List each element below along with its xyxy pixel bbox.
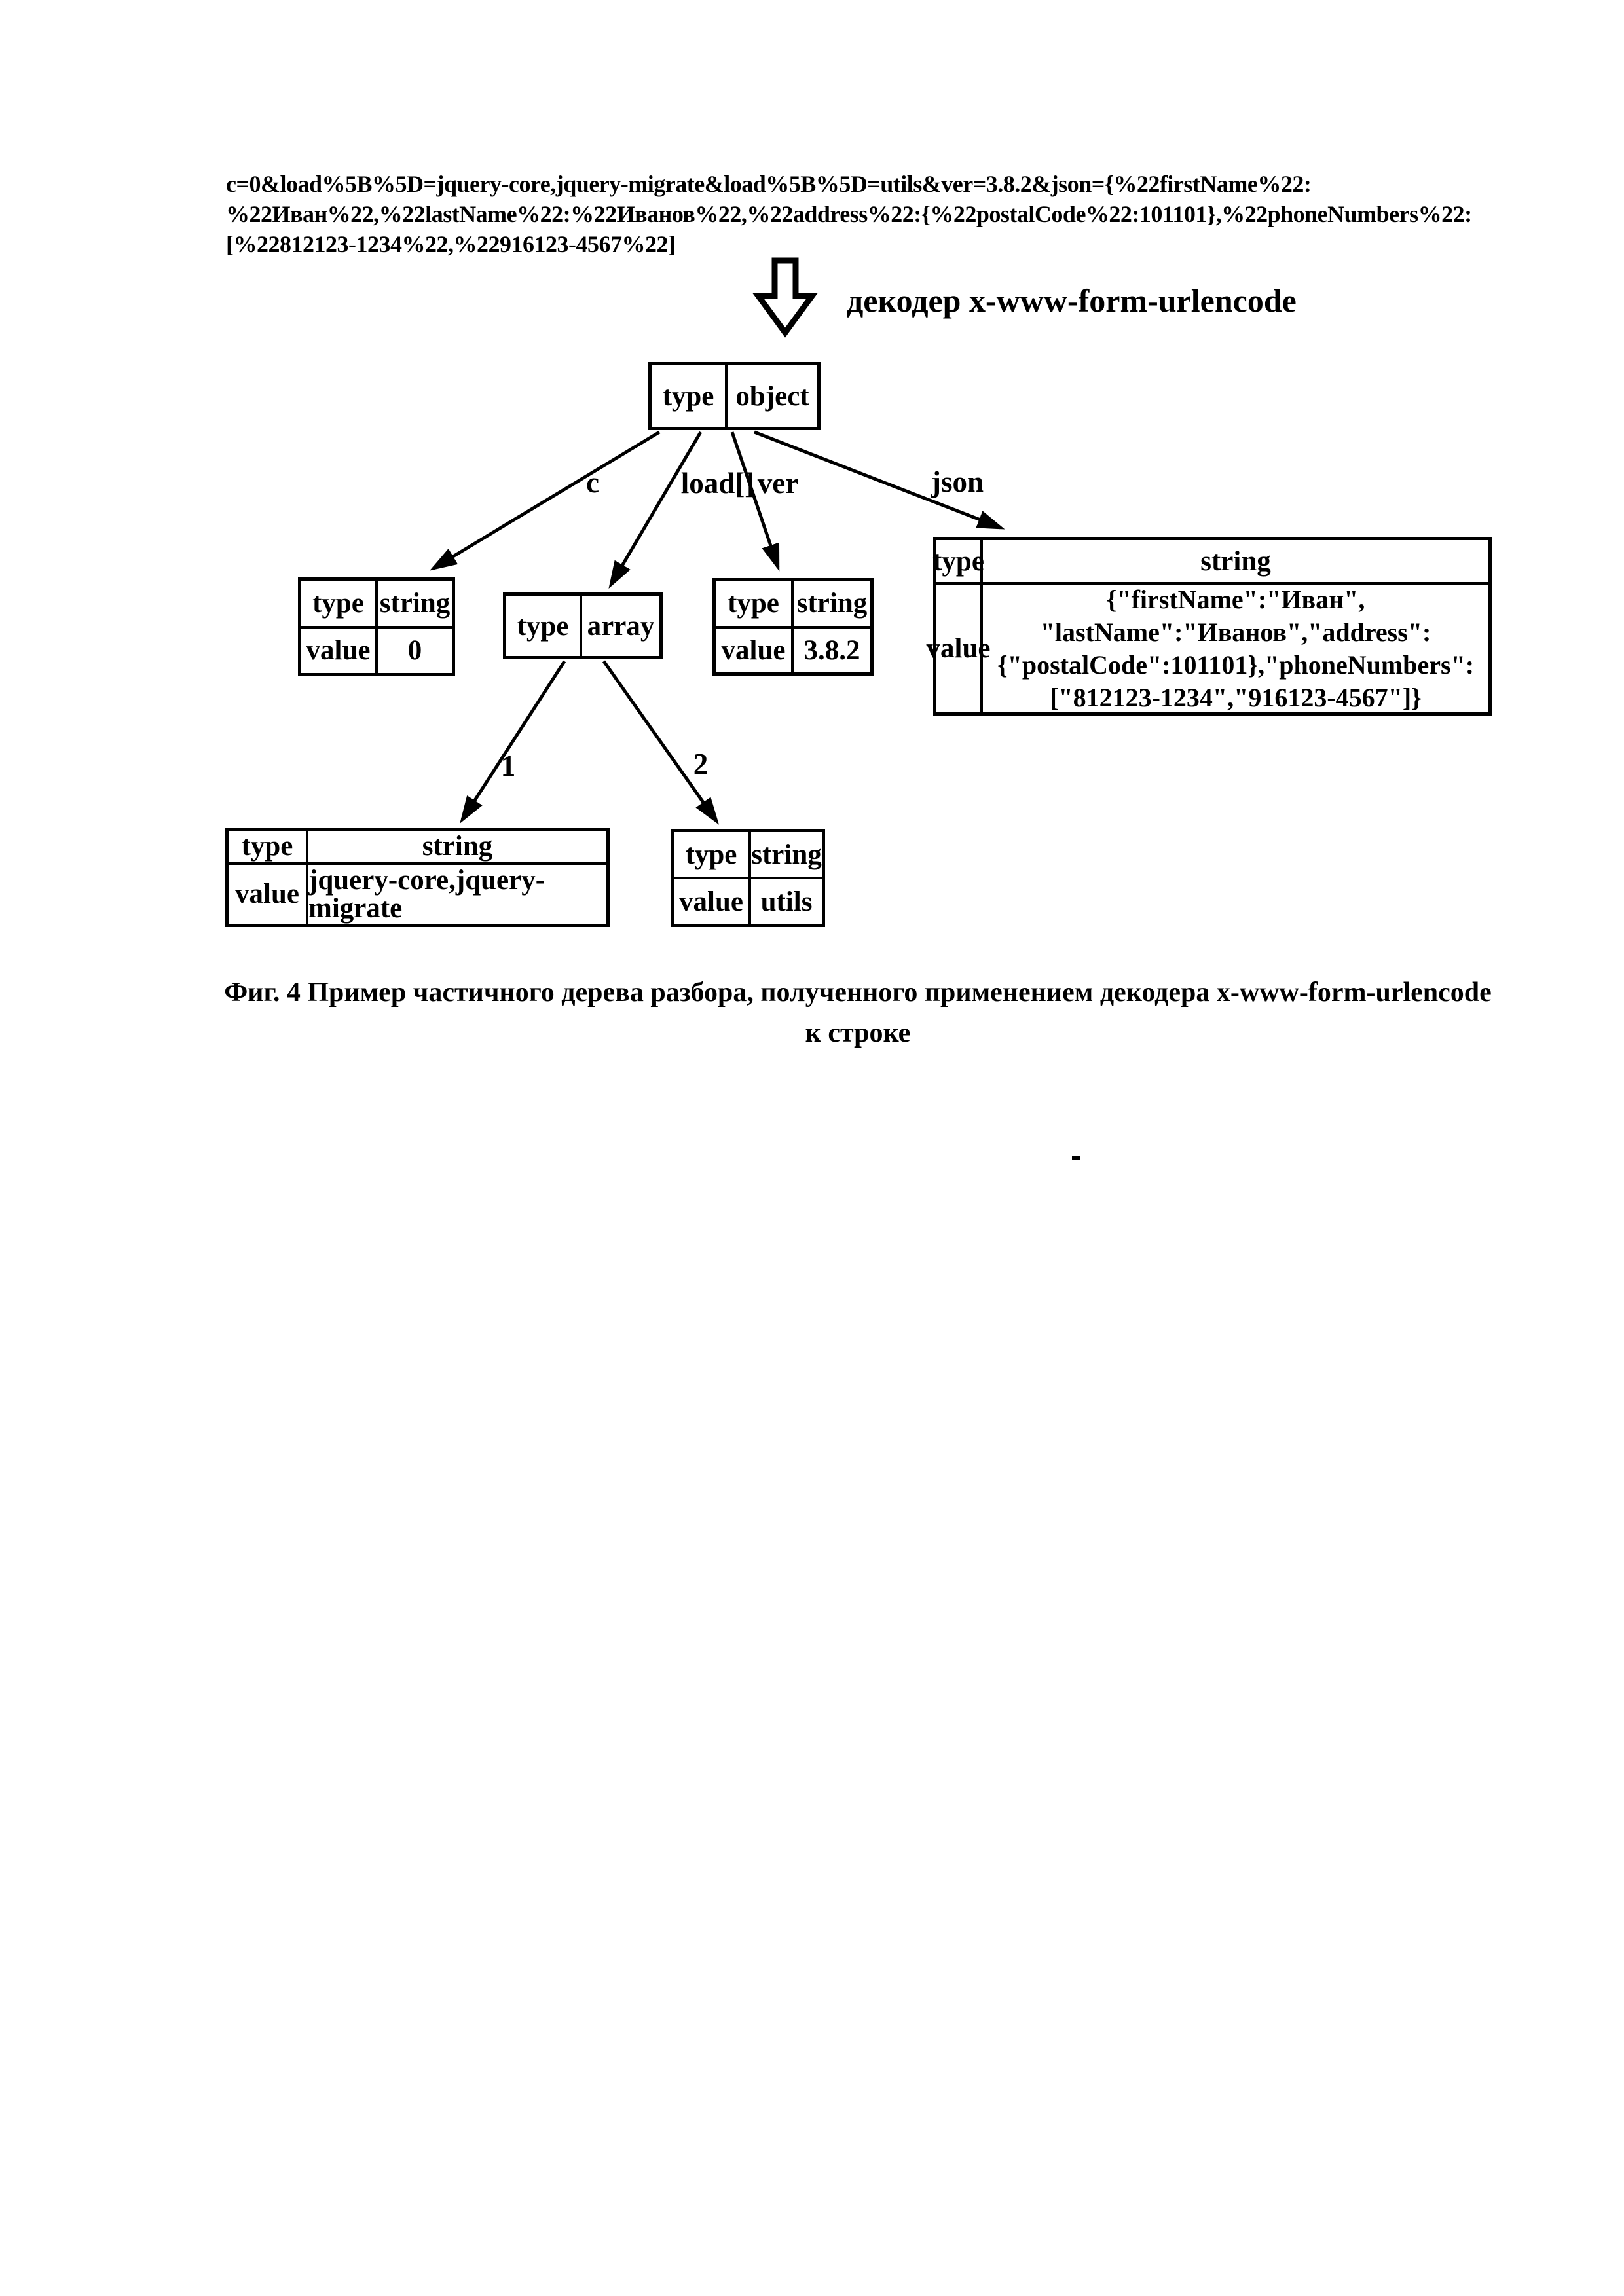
cell-value-label: value [235, 879, 299, 910]
cell-value: utils [748, 879, 822, 924]
cell-type-value: string [748, 832, 822, 877]
edge-label-load: load[] [680, 467, 755, 500]
cell-value-label: value [926, 633, 991, 664]
cell-type-value: object [725, 365, 817, 427]
node-ver-string: type string value 3.8.2 [712, 578, 874, 676]
cell-type-label: type [241, 831, 293, 862]
edge-json-arrow [754, 430, 1005, 530]
cell-type-label: type [312, 587, 364, 619]
cell-value-label: value [306, 635, 371, 666]
cell-type-value: string [980, 540, 1488, 582]
decoder-block-arrow-icon [752, 257, 818, 338]
node-root-object: type object [648, 362, 821, 430]
cell-type-label: type [728, 588, 779, 619]
cell-value: 0 [375, 628, 452, 673]
edge-ver-arrow [730, 431, 780, 572]
edge-label-index1: 1 [500, 750, 516, 782]
figure-caption: Фиг. 4 Пример частичного дерева разбора,… [224, 977, 1492, 1048]
cell-type-label: type [662, 380, 714, 412]
edge-label-index2: 2 [693, 748, 709, 780]
node-array-item1-string: type string value jquery-core,jquery-mig… [225, 828, 610, 927]
cell-value-label: value [679, 886, 743, 917]
cell-type-value: string [791, 581, 870, 626]
node-load-array: type array [503, 592, 663, 659]
encoded-source-string: c=0&load%5B%5D=jquery-core,jquery-migrat… [226, 171, 1472, 257]
node-json-string: type string value {"firstName":"Иван", "… [926, 537, 1492, 716]
cell-type-value: string [375, 581, 452, 626]
cell-value-label: value [721, 634, 786, 666]
edge-load-arrow [608, 431, 703, 589]
edge-label-c: c [586, 466, 599, 499]
edge-label-json: json [931, 465, 984, 498]
node-array-item2-string: type string value utils [671, 829, 825, 927]
cell-type-label: type [517, 610, 569, 642]
edge-index1-arrow [460, 660, 566, 824]
decoder-label: декодер x-www-form-urlencode [847, 282, 1297, 319]
cell-type-value: array [580, 596, 659, 656]
node-c-string: type string value 0 [298, 577, 455, 676]
edge-index2-arrow [602, 660, 720, 825]
cell-value: {"firstName":"Иван", "lastName":"Иванов"… [980, 585, 1488, 712]
cell-value: jquery-core,jquery-migrate [306, 864, 606, 924]
cell-type-value: string [306, 831, 606, 862]
scan-artifact-dot [1072, 1156, 1080, 1160]
cell-type-label: type [685, 839, 737, 870]
cell-type-label: type [932, 545, 984, 577]
cell-value: 3.8.2 [791, 628, 870, 672]
edge-c-arrow [430, 430, 661, 571]
edge-label-ver: ver [757, 467, 799, 500]
